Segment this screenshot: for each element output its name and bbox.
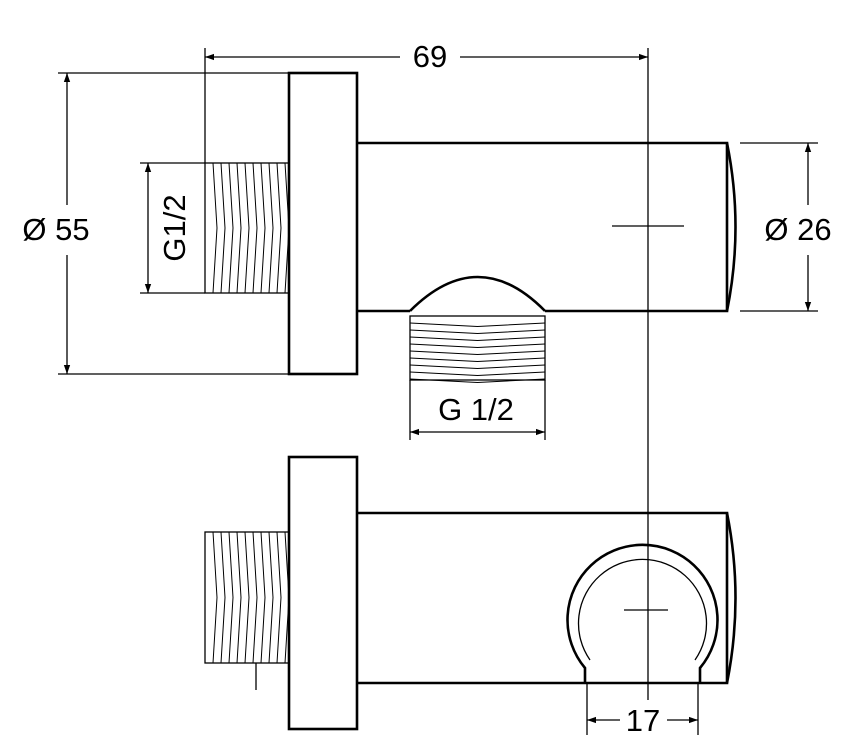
dim-inlet-thread: G1/2 bbox=[140, 162, 205, 294]
inlet-thread bbox=[204, 162, 290, 294]
holder-ring-outer bbox=[566, 543, 719, 683]
thread-line bbox=[220, 531, 226, 664]
dim-flange-diameter: Ø 55 bbox=[22, 72, 289, 375]
outlet-thread bbox=[409, 315, 546, 384]
outlet-thread-label: G 1/2 bbox=[438, 392, 514, 427]
thread-line bbox=[409, 322, 546, 328]
bottom-body bbox=[357, 511, 729, 685]
thread-line bbox=[244, 162, 250, 294]
thread-line bbox=[409, 371, 546, 377]
top-end-cap bbox=[725, 142, 737, 312]
thread-line bbox=[244, 531, 250, 664]
thread-line bbox=[228, 162, 234, 294]
bottom-view bbox=[204, 455, 737, 731]
inlet-thread-label: G1/2 bbox=[157, 194, 192, 261]
thread-line bbox=[276, 531, 282, 664]
thread-line bbox=[409, 378, 546, 384]
body-diameter-label: Ø 26 bbox=[764, 212, 831, 247]
length-label: 69 bbox=[413, 39, 447, 74]
thread-line bbox=[212, 162, 218, 294]
flange-diameter-label: Ø 55 bbox=[22, 212, 89, 247]
bottom-end-cap bbox=[725, 512, 737, 684]
thread-line bbox=[409, 364, 546, 370]
thread-line bbox=[284, 162, 290, 294]
holder-width-label: 17 bbox=[626, 703, 660, 738]
dim-body-diameter: Ø 26 bbox=[740, 142, 832, 312]
thread-line bbox=[212, 531, 218, 664]
thread-line bbox=[260, 531, 266, 664]
thread-line bbox=[252, 531, 258, 664]
dim-outlet-thread: G 1/2 bbox=[409, 380, 546, 440]
thread-line bbox=[236, 531, 242, 664]
thread-line bbox=[228, 531, 234, 664]
thread-line bbox=[268, 162, 274, 294]
thread-line bbox=[220, 162, 226, 294]
thread-line bbox=[236, 162, 242, 294]
thread-line bbox=[409, 357, 546, 363]
thread-line bbox=[409, 336, 546, 342]
thread-line bbox=[260, 162, 266, 294]
thread-line bbox=[252, 162, 258, 294]
bottom-flange bbox=[287, 455, 359, 731]
thread-line bbox=[276, 162, 282, 294]
dim-holder-width: 17 bbox=[586, 683, 699, 738]
thread-line bbox=[409, 329, 546, 335]
thread-line bbox=[284, 531, 290, 664]
dim-length: 69 bbox=[204, 39, 649, 700]
top-flange bbox=[287, 71, 359, 376]
holder-ring-inner bbox=[577, 558, 708, 661]
top-view bbox=[204, 71, 737, 384]
bottom-thread bbox=[204, 531, 290, 664]
thread-line bbox=[409, 350, 546, 356]
top-body bbox=[357, 141, 729, 313]
thread-line bbox=[268, 531, 274, 664]
outlet-dome bbox=[409, 275, 546, 312]
thread-line bbox=[409, 343, 546, 349]
